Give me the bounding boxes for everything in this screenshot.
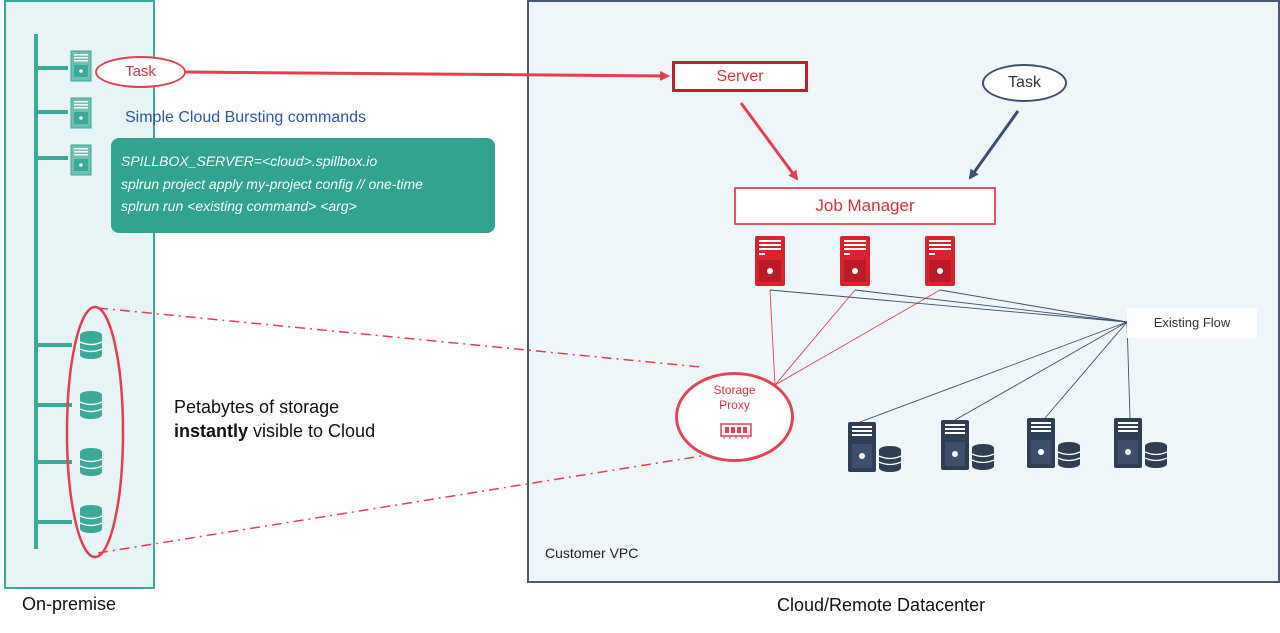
customer-vpc-label: Customer VPC	[545, 545, 639, 561]
database-icon	[79, 391, 103, 419]
onprem-label: On-premise	[22, 594, 117, 614]
onprem-server-icon	[70, 144, 92, 176]
cloud-server-icon	[925, 236, 955, 286]
command-line: splrun project apply my-project config /…	[121, 175, 423, 192]
onprem-task-node: Task	[95, 56, 186, 88]
storage-line-2-rest: visible to Cloud	[248, 421, 376, 441]
storage-group-ellipse	[65, 305, 125, 559]
onprem-bus	[34, 34, 72, 549]
cloud-server-icon	[755, 236, 785, 286]
red-server-proxy-links	[769, 289, 941, 386]
existing-flow-label: Existing Flow	[1127, 308, 1257, 338]
bursting-commands-title: Simple Cloud Bursting commands	[125, 109, 366, 126]
memory-chip-icon	[720, 423, 752, 439]
database-icon	[79, 505, 103, 533]
storage-line-2: instantly visible to Cloud	[174, 419, 375, 443]
server-with-database-icon	[1027, 418, 1081, 468]
storage-description: Petabytes of storage instantly visible t…	[174, 395, 375, 443]
task-to-server-arrow	[185, 70, 670, 81]
command-line: splrun run <existing command> <arg>	[121, 198, 357, 214]
storage-line-1: Petabytes of storage	[174, 397, 340, 417]
command-box: SPILLBOX_SERVER=<cloud>.spillbox.io splr…	[111, 138, 495, 233]
storage-emphasis: instantly	[174, 421, 249, 441]
database-icon	[79, 448, 103, 476]
job-manager-node: Job Manager	[734, 187, 996, 225]
command-line: SPILLBOX_SERVER=<cloud>.spillbox.io	[121, 153, 378, 169]
cloud-panel	[527, 0, 1280, 583]
server-to-jobmanager-arrow	[739, 102, 799, 181]
cloud-label: Cloud/Remote Datacenter	[777, 595, 986, 615]
onprem-server-icon	[70, 50, 92, 82]
server-with-database-icon	[941, 420, 995, 470]
server-with-database-icon	[848, 422, 902, 472]
server-with-database-icon	[1114, 418, 1168, 468]
storage-proxy-label: Storage Proxy	[713, 383, 756, 412]
onprem-server-icon	[70, 97, 92, 129]
server-node: Server	[672, 61, 808, 92]
existing-flow-links	[769, 289, 1131, 423]
database-icon	[79, 331, 103, 359]
storage-proxy-node: Storage Proxy	[675, 372, 794, 462]
cloud-server-icon	[840, 236, 870, 286]
cloud-task-node: Task	[982, 64, 1067, 102]
storage-proxy-links	[97, 307, 727, 554]
task-to-jobmanager-arrow	[968, 110, 1020, 180]
